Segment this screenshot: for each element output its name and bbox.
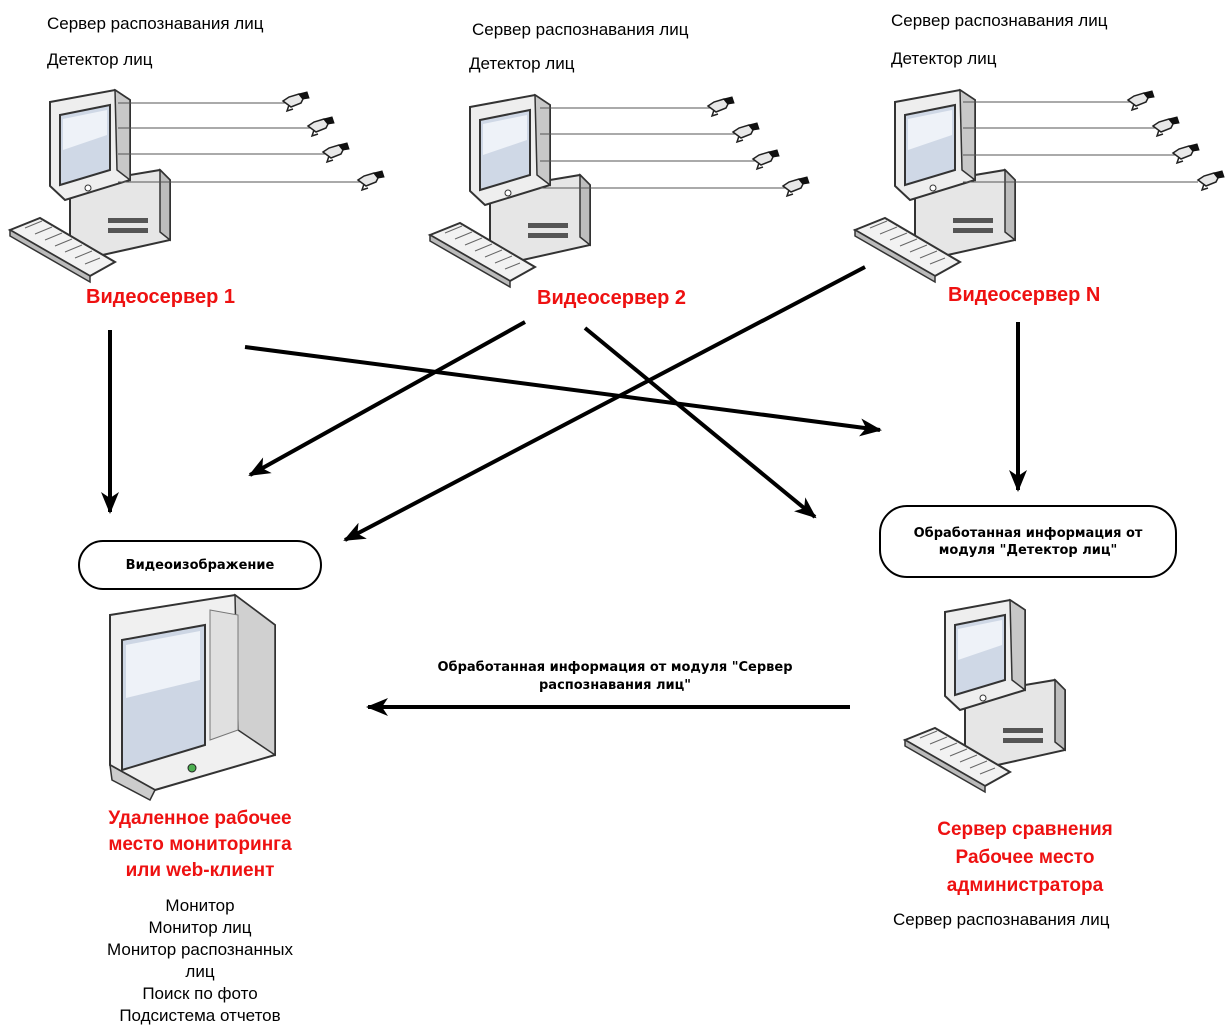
remote-ws-modules: Монитор Монитор лиц Монитор распознанных… bbox=[60, 895, 340, 1027]
vs2-module-detector: Детектор лиц bbox=[469, 54, 575, 73]
vs1-title: Видеосервер 1 bbox=[86, 286, 236, 308]
remote-ws-module-6: Подсистема отчетов bbox=[119, 1006, 281, 1025]
compare-server-title: Сервер сравнения Рабочее место администр… bbox=[885, 816, 1165, 900]
remote-ws-module-2: Монитор лиц bbox=[148, 918, 252, 937]
vsn-module-detector: Детектор лиц bbox=[891, 49, 997, 68]
vsn-title: Видеосервер N bbox=[948, 284, 1101, 306]
vsn-module-recognition: Сервер распознавания лиц bbox=[891, 11, 1108, 30]
recognition-info-label: Обработанная информация от модуля "Серве… bbox=[437, 660, 793, 693]
remote-ws-module-3: Монитор распознанных bbox=[107, 940, 293, 959]
videoserver-n-icon bbox=[854, 89, 1225, 283]
vs2-title: Видеосервер 2 bbox=[537, 287, 687, 309]
remote-ws-module-1: Монитор bbox=[165, 896, 235, 915]
compare-server-icon bbox=[904, 599, 1066, 793]
remote-monitor-icon bbox=[109, 593, 276, 802]
arrow-vs2-to-detector bbox=[583, 326, 817, 519]
video-stream-label: Видеоизображение bbox=[125, 557, 275, 573]
remote-ws-module-5: Поиск по фото bbox=[142, 984, 258, 1003]
remote-ws-title-line-3: или web-клиент bbox=[125, 860, 275, 881]
remote-ws-title-line-2: место мониторинга bbox=[108, 834, 292, 855]
compare-server-module: Сервер распознавания лиц bbox=[893, 910, 1110, 929]
detector-info-bubble: Обработанная информация от модуля "Детек… bbox=[879, 505, 1177, 578]
compare-server-title-line-3: администратора bbox=[946, 875, 1104, 896]
vs1-module-recognition: Сервер распознавания лиц bbox=[47, 14, 264, 33]
remote-ws-title: Удаленное рабочее место мониторинга или … bbox=[60, 806, 340, 884]
vs2-module-recognition: Сервер распознавания лиц bbox=[472, 20, 689, 39]
remote-ws-module-4: лиц bbox=[185, 962, 215, 981]
compare-server-title-line-1: Сервер сравнения bbox=[937, 819, 1113, 840]
arrow-vs2-to-video bbox=[248, 320, 526, 477]
videoserver-1-icon bbox=[9, 89, 385, 283]
remote-ws-title-line-1: Удаленное рабочее bbox=[108, 808, 292, 829]
detector-info-label: Обработанная информация от модуля "Детек… bbox=[913, 525, 1143, 558]
video-stream-bubble: Видеоизображение bbox=[78, 540, 322, 590]
compare-server-title-line-2: Рабочее место bbox=[955, 847, 1095, 868]
arrow-vs1-to-compare bbox=[244, 345, 882, 437]
videoserver-2-icon bbox=[429, 94, 810, 288]
vs1-module-detector: Детектор лиц bbox=[47, 50, 153, 69]
arrow-vsn-to-video bbox=[343, 265, 866, 542]
flow-arrows bbox=[101, 265, 1027, 716]
